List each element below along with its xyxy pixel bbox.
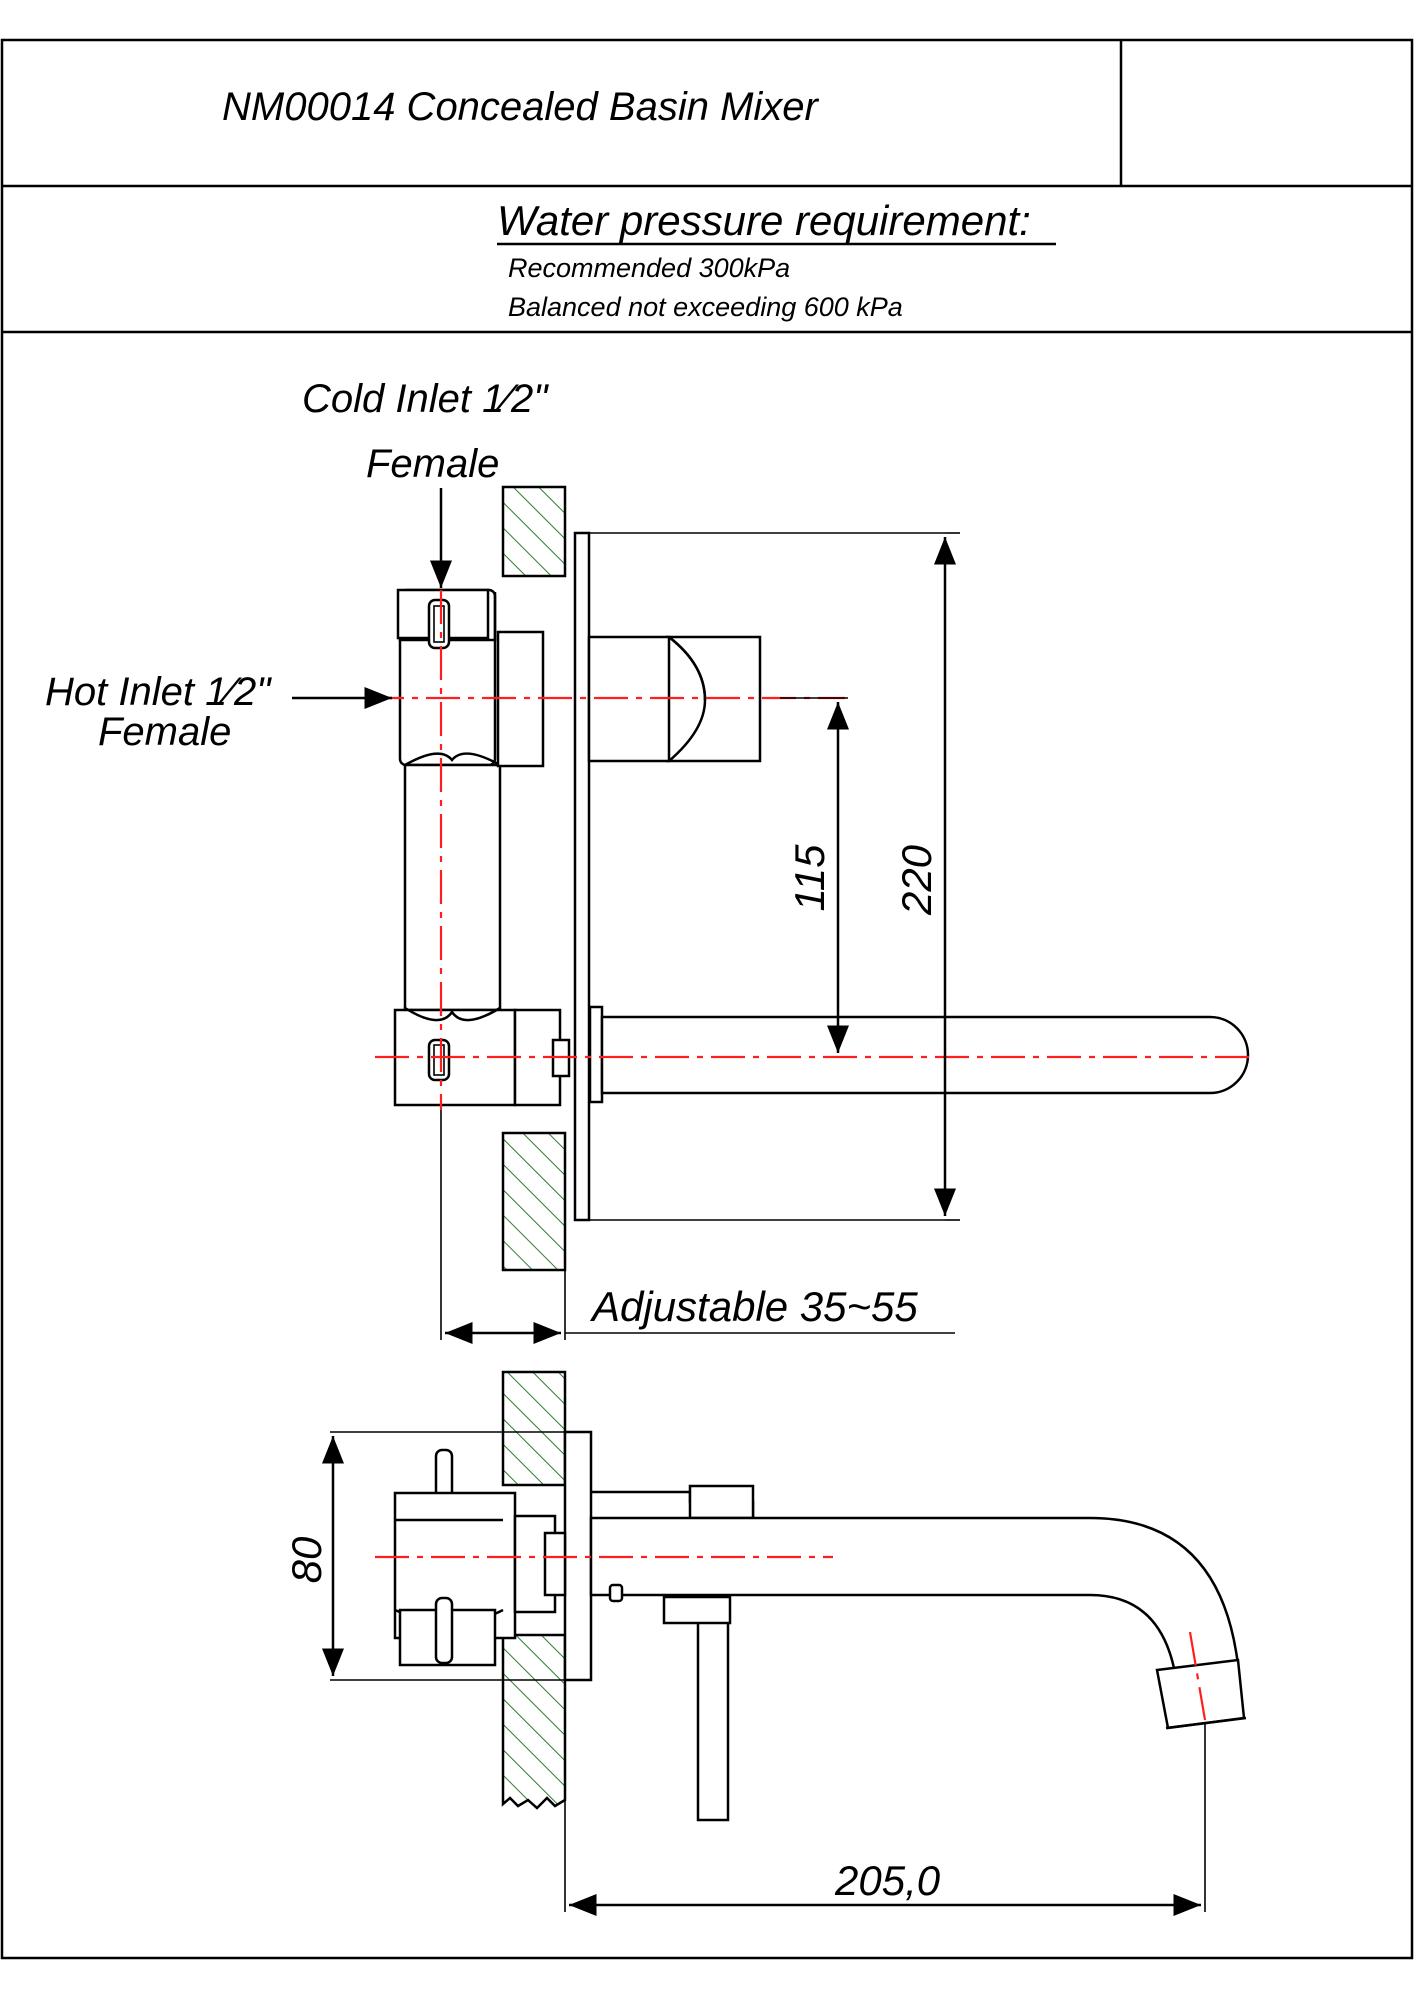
wall-section-side-upper <box>501 1370 567 1487</box>
dimension-205: 205,0 <box>564 1680 1206 1916</box>
spout <box>551 1005 1250 1104</box>
dimension-adjustable: Adjustable 35~55 <box>440 1110 955 1344</box>
front-view: 115 220 Adjustable 35~55 <box>292 485 1255 1344</box>
pressure-notes: Water pressure requirement: Recommended … <box>497 197 1056 322</box>
cold-inlet-label-line2: Female <box>366 442 499 486</box>
cover-plate <box>573 531 591 1222</box>
dimension-205-label: 205,0 <box>834 1857 941 1904</box>
dimension-220: 220 <box>893 532 960 1221</box>
wall-section-side-lower <box>501 1633 567 1810</box>
hot-inlet-label-line1: Hot Inlet 1⁄2" <box>45 670 272 714</box>
cold-inlet-port <box>427 598 451 650</box>
side-valve-body <box>393 1448 567 1667</box>
dimension-80: 80 <box>283 1436 344 1676</box>
dimension-115-label: 115 <box>786 844 833 912</box>
hot-inlet-port <box>427 1038 451 1082</box>
dimension-220-label: 220 <box>893 844 940 916</box>
title-block <box>0 38 1414 1960</box>
drawing-title: NM00014 Concealed Basin Mixer <box>222 85 820 129</box>
side-view: 80 205,0 <box>283 1370 1247 1916</box>
cold-inlet-label-line1: Cold Inlet 1⁄2" <box>302 377 549 421</box>
dimension-115: 115 <box>780 697 849 1053</box>
side-centerline-outlet <box>1188 1631 1207 1721</box>
hot-inlet-label-line2: Female <box>98 710 231 754</box>
valve-body <box>393 588 562 1107</box>
wall-section-lower <box>501 1131 567 1272</box>
dimension-adjustable-label: Adjustable 35~55 <box>589 1283 918 1330</box>
pressure-balanced: Balanced not exceeding 600 kPa <box>508 292 903 322</box>
pressure-heading: Water pressure requirement: <box>497 197 1031 244</box>
pressure-recommended: Recommended 300kPa <box>508 253 790 283</box>
dimension-80-label: 80 <box>283 1536 330 1583</box>
wall-section-upper <box>501 485 567 578</box>
side-handle <box>591 1484 755 1822</box>
